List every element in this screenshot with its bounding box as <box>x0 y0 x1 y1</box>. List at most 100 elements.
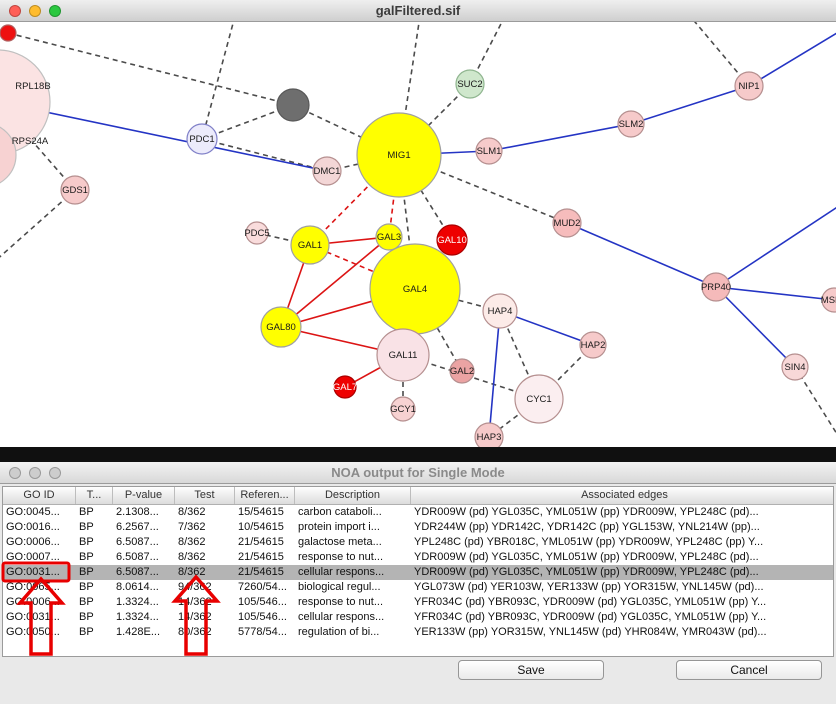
node-RPL18B[interactable] <box>0 49 51 155</box>
column-header-go_id[interactable]: GO ID <box>3 487 76 504</box>
edge-sin4-a8 <box>794 366 836 434</box>
edge-slm2-nip1 <box>630 85 750 125</box>
node-RPS24A[interactable] <box>0 123 17 187</box>
column-header-p_value[interactable]: P-value <box>113 487 175 504</box>
cell-go_id: GO:0006... <box>6 596 60 608</box>
cell-go_id: GO:0006... <box>6 536 60 548</box>
node-GCY1[interactable] <box>390 396 416 422</box>
cell-p_value: 1.3324... <box>116 596 159 608</box>
node-DMC1[interactable] <box>312 156 342 186</box>
cell-p_value: 2.1308... <box>116 506 159 518</box>
traffic-lights <box>0 4 61 17</box>
node-GAL10[interactable] <box>436 224 468 256</box>
node-GAL80[interactable] <box>260 306 302 348</box>
network-window-title: galFiltered.sif <box>375 3 461 18</box>
node-label-MSN5: MSN5 <box>821 295 836 306</box>
zoom-button-icon[interactable] <box>49 4 61 17</box>
cell-p_value: 1.428E... <box>116 626 161 638</box>
node-SLM2[interactable] <box>617 110 645 138</box>
node-GAL2[interactable] <box>449 358 475 384</box>
node-GAL3[interactable] <box>375 223 403 251</box>
node-HAP4[interactable] <box>482 293 518 329</box>
cell-term_type: BP <box>79 551 94 563</box>
node-MIG1[interactable] <box>356 112 442 198</box>
node-GAL1[interactable] <box>290 225 330 265</box>
node-GAL11[interactable] <box>376 328 430 382</box>
zoom-button-icon[interactable] <box>49 466 61 479</box>
edge-hap4-hap3 <box>488 310 501 438</box>
node-gray1[interactable] <box>276 88 310 122</box>
cell-p_value: 1.3324... <box>116 611 159 623</box>
cell-description: galactose meta... <box>298 536 382 548</box>
cell-reference: 10/54615 <box>238 521 284 533</box>
cell-reference: 21/54615 <box>238 566 284 578</box>
node-PRP40[interactable] <box>701 272 731 302</box>
column-header-reference[interactable]: Referen... <box>235 487 295 504</box>
minimize-button-icon[interactable] <box>29 466 41 479</box>
node-NIP1[interactable] <box>734 71 764 101</box>
save-button[interactable]: Save <box>458 660 604 680</box>
cell-go_id: GO:0031... <box>6 611 60 623</box>
node-label-RPS24A: RPS24A <box>12 136 49 147</box>
node-label-GAL1: GAL1 <box>298 240 322 251</box>
node-label-SIN4: SIN4 <box>784 362 805 373</box>
node-label-GAL4: GAL4 <box>403 284 427 295</box>
cell-go_id: GO:0031... <box>6 566 60 578</box>
edge-nip1-a6 <box>694 22 750 87</box>
node-tinyred[interactable] <box>0 24 17 42</box>
close-button-icon[interactable] <box>9 4 21 17</box>
cell-test: 7/362 <box>178 521 206 533</box>
cell-term_type: BP <box>79 536 94 548</box>
cell-reference: 21/54615 <box>238 536 284 548</box>
node-SLM1[interactable] <box>475 137 503 165</box>
node-MUD2[interactable] <box>552 208 582 238</box>
node-CYC1[interactable] <box>514 374 564 424</box>
node-label-HAP3: HAP3 <box>477 432 502 443</box>
node-label-RPL18B: RPL18B <box>15 81 50 92</box>
node-PDC5[interactable] <box>245 221 269 245</box>
column-header-associated_edges[interactable]: Associated edges <box>411 487 833 504</box>
node-HAP3[interactable] <box>474 422 504 447</box>
cell-test: 94/362 <box>178 581 212 593</box>
edge-gds1-rpl18b <box>0 103 76 191</box>
cell-reference: 21/54615 <box>238 551 284 563</box>
node-PDC1[interactable] <box>186 123 218 155</box>
close-button-icon[interactable] <box>9 466 21 479</box>
cell-associated_edges: YDR009W (pd) YGL035C, YML051W (pp) YDR00… <box>414 566 759 578</box>
node-HAP2[interactable] <box>579 331 607 359</box>
column-header-term_type[interactable]: T... <box>76 487 113 504</box>
node-label-GAL11: GAL11 <box>389 350 418 361</box>
node-label-DMC1: DMC1 <box>314 166 341 177</box>
node-GAL7[interactable] <box>333 375 357 399</box>
desktop-gap <box>0 447 836 462</box>
network-canvas[interactable]: RPL18BRPS24AGDS1PDC1DMC1MIG1SUC2SLM1SLM2… <box>0 22 836 447</box>
minimize-button-icon[interactable] <box>29 4 41 17</box>
cancel-button[interactable]: Cancel <box>676 660 822 680</box>
cell-description: regulation of bi... <box>298 626 380 638</box>
column-header-test[interactable]: Test <box>175 487 235 504</box>
cell-reference: 5778/54... <box>238 626 287 638</box>
node-SIN4[interactable] <box>781 353 809 381</box>
node-MSN5[interactable] <box>821 287 836 313</box>
node-GDS1[interactable] <box>60 175 90 205</box>
cell-associated_edges: YDR244W (pp) YDR142C, YDR142C (pp) YGL15… <box>414 521 760 533</box>
edge-gds1-a9 <box>0 189 76 258</box>
column-header-description[interactable]: Description <box>295 487 411 504</box>
node-label-PRP40: PRP40 <box>701 282 731 293</box>
node-label-GAL2: GAL2 <box>450 366 474 377</box>
cell-reference: 7260/54... <box>238 581 287 593</box>
node-label-PDC1: PDC1 <box>189 134 214 145</box>
cell-test: 80/362 <box>178 626 212 638</box>
node-SUC2[interactable] <box>455 69 485 99</box>
